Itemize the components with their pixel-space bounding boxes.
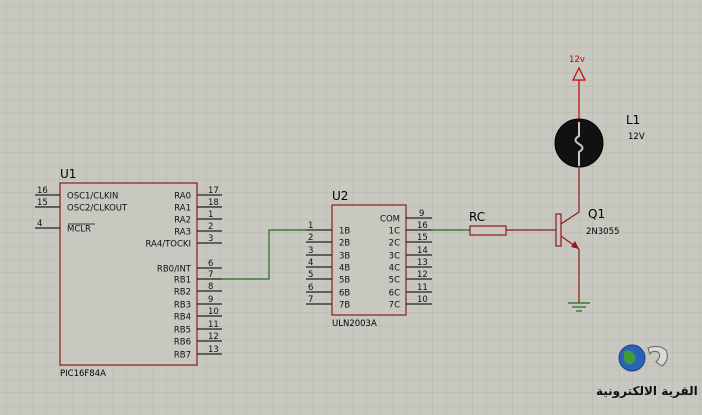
u1-pin-number: 17 <box>208 186 219 196</box>
u1-pin-name: RB7 <box>174 351 191 361</box>
rc-resistor[interactable]: RC <box>469 210 556 236</box>
u2-pin-number: 7 <box>308 295 313 305</box>
supply-arrow-icon <box>572 66 586 81</box>
watermark-text: القرية الالكترونية <box>596 384 698 399</box>
u1-pin-name: RB0/INT <box>157 265 192 275</box>
u1-pin-number: 9 <box>208 295 213 305</box>
u2-pin-number: 13 <box>417 258 428 268</box>
u1-pin-name: RB4 <box>174 313 191 323</box>
u2-pin-number: 11 <box>417 283 428 293</box>
u2-pin-name: 6C <box>389 289 400 299</box>
u2-pin-name: 1B <box>339 227 350 237</box>
u1-ref: U1 <box>60 167 76 181</box>
q1-ref: Q1 <box>588 207 605 221</box>
u1-pin-number: 4 <box>37 219 42 229</box>
u2-part: ULN2003A <box>332 319 377 329</box>
u2-pin-name: 6B <box>339 289 350 299</box>
l1-lamp[interactable]: L1 12V <box>554 80 645 168</box>
u2-pin-number: 14 <box>417 246 428 256</box>
u2-pin-number: 6 <box>308 283 313 293</box>
u2-pin-name: 3B <box>339 252 350 262</box>
u1-pin-name: RA3 <box>174 228 191 238</box>
supply-label: 12v <box>569 55 585 65</box>
u2-pin-name: 3C <box>389 252 400 262</box>
u1-pin-number: 6 <box>208 259 213 269</box>
u2-pin-number: 5 <box>308 270 313 280</box>
wire-rb1-to-1b[interactable] <box>222 229 306 280</box>
wrench-icon <box>647 345 668 367</box>
q1-transistor[interactable]: Q1 2N3055 <box>555 168 619 303</box>
u2-pin-name: 1C <box>389 227 400 237</box>
u1-pin-name: RA1 <box>174 204 191 214</box>
u2-body[interactable] <box>331 204 407 316</box>
rc-body[interactable] <box>469 225 507 236</box>
u1-pin-number: 10 <box>208 307 219 317</box>
q1-base-bar <box>555 213 562 247</box>
u2-pin-name: 5C <box>389 276 400 286</box>
globe-land <box>624 350 636 365</box>
u2-pin-number: 1 <box>308 221 313 231</box>
u2-pin-number: 4 <box>308 258 313 268</box>
u1-pin-number: 18 <box>208 198 219 208</box>
u2-com-pin-number: 9 <box>419 209 424 219</box>
u1-pin-name: OSC1/CLKIN <box>67 192 118 202</box>
l1-ref: L1 <box>626 113 640 127</box>
u1-pin-number: 1 <box>208 210 213 220</box>
lamp-filament <box>574 122 584 166</box>
u1-pin-number: 12 <box>208 332 219 342</box>
u1-pin-number: 15 <box>37 198 48 208</box>
watermark: القرية الالكترونية <box>596 344 698 399</box>
u1-pin-name: MCLR <box>67 225 91 235</box>
u1-pin-number: 7 <box>208 270 213 280</box>
u2-pin-number: 10 <box>417 295 428 305</box>
u1-pin-number: 13 <box>208 345 219 355</box>
u2-input-pins: 1 1B 2 2B 3 3B 4 4B 5 5B 6 6B 7 7B <box>306 221 350 311</box>
u1-part: PIC16F84A <box>60 369 106 379</box>
u2-pin-name: 2B <box>339 239 350 249</box>
u1-pin-number: 16 <box>37 186 48 196</box>
u1-pin-name: RA4/TOCKI <box>145 240 191 250</box>
u1-pin-name: RB5 <box>174 326 191 336</box>
u2-pin-name: 4C <box>389 264 400 274</box>
q1-emitter-arrow <box>571 241 579 249</box>
u2-pin-name: 7B <box>339 301 350 311</box>
u2-pin-name: 5B <box>339 276 350 286</box>
supply-terminal[interactable]: 12v <box>569 55 586 81</box>
u2-pin-number: 12 <box>417 270 428 280</box>
u1-pin-number: 2 <box>208 222 213 232</box>
u1-pin-number: 3 <box>208 234 213 244</box>
u1-pin-name: RB3 <box>174 301 191 311</box>
u2-ref: U2 <box>332 189 348 203</box>
u1-pin-name: OSC2/CLKOUT <box>67 204 128 214</box>
u2-pin-name: 2C <box>389 239 400 249</box>
l1-value: 12V <box>628 132 645 142</box>
u2-pin-number: 16 <box>417 221 428 231</box>
rc-ref: RC <box>469 210 485 224</box>
u1-pin-number: 11 <box>208 320 219 330</box>
u1-body[interactable] <box>59 182 198 366</box>
u2-com-pin-name: COM <box>380 215 400 225</box>
q1-part: 2N3055 <box>586 227 619 237</box>
u1-pin-name: RA2 <box>174 216 191 226</box>
u2-pin-name: 7C <box>389 301 400 311</box>
u2-component[interactable]: U2 ULN2003A 1 1B 2 2B 3 3B 4 4B 5 5B 6 6B 7 7B 16 1C 15… <box>306 189 432 329</box>
u2-pin-number: 15 <box>417 233 428 243</box>
u2-pin-name: 4B <box>339 264 350 274</box>
u1-pin-name: RB6 <box>174 338 191 348</box>
u2-pin-number: 3 <box>308 246 313 256</box>
u1-pin-number: 8 <box>208 282 213 292</box>
u1-pin-name: RA0 <box>174 192 191 202</box>
ground-symbol[interactable] <box>568 302 590 312</box>
q1-collector <box>560 211 580 225</box>
u1-pin-name: RB1 <box>174 276 191 286</box>
u1-component[interactable]: U1 PIC16F84A 16OSC1/CLKIN15OSC2/CLKOUT4M… <box>35 167 222 379</box>
u2-pin-number: 2 <box>308 233 313 243</box>
u1-pin-name: RB2 <box>174 288 191 298</box>
